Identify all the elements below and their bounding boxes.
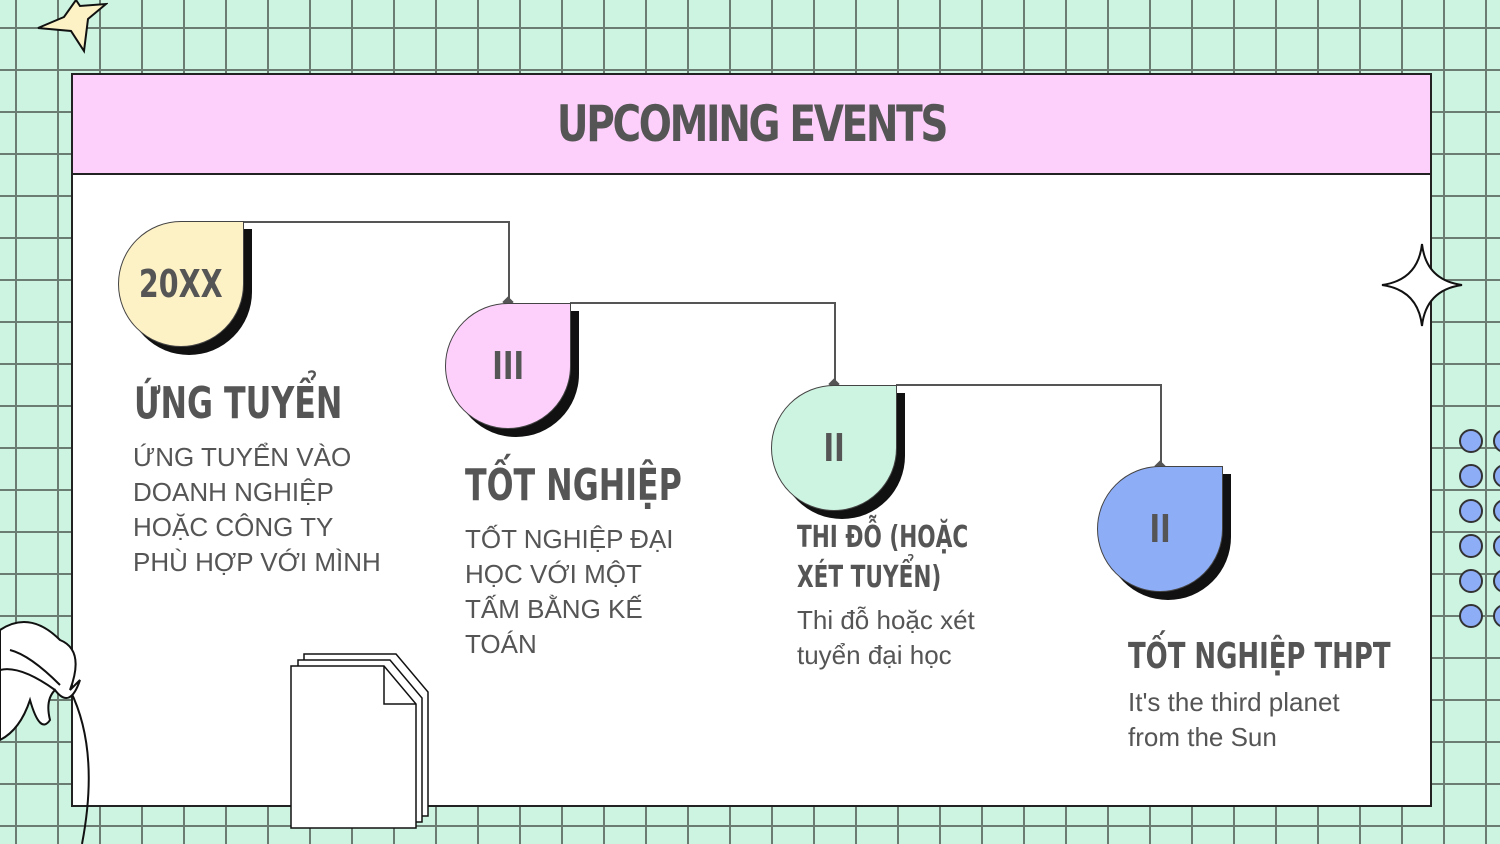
connector xyxy=(896,384,1162,468)
step-badge-1: 20XX xyxy=(118,221,252,355)
document-stack-icon xyxy=(290,653,429,829)
header-bar: UPCOMING EVENTS xyxy=(73,75,1430,175)
step-heading-2: TỐT NGHIỆP xyxy=(465,460,682,511)
palm-leaf-icon xyxy=(0,621,90,844)
step-badge-3: II xyxy=(771,385,905,519)
step-heading-4: TỐT NGHIỆP THPT xyxy=(1128,636,1391,677)
sparkle-icon xyxy=(1381,243,1463,327)
step-badge-2: III xyxy=(445,303,579,437)
step-text-3: Thi đỗ hoặc xét tuyển đại học xyxy=(797,605,975,670)
star-icon xyxy=(37,0,108,54)
step-heading-3: THI ĐỖ (HOẶC XÉT TUYỂN) xyxy=(797,520,969,595)
step-text-4: It's the third planet from the Sun xyxy=(1128,687,1340,752)
step-heading-1: ỨNG TUYỂN xyxy=(134,378,343,429)
connector xyxy=(570,302,836,386)
step-badge-4: II xyxy=(1097,466,1231,600)
step-text-2: TỐT NGHIỆP ĐẠI HỌC VỚI MỘT TẤM BẰNG KẾ T… xyxy=(465,524,674,659)
step-text-1: ỨNG TUYỂN VÀO DOANH NGHIỆP HOẶC CÔNG TY … xyxy=(133,442,381,577)
connector xyxy=(243,221,510,305)
page-title: UPCOMING EVENTS xyxy=(556,95,949,153)
